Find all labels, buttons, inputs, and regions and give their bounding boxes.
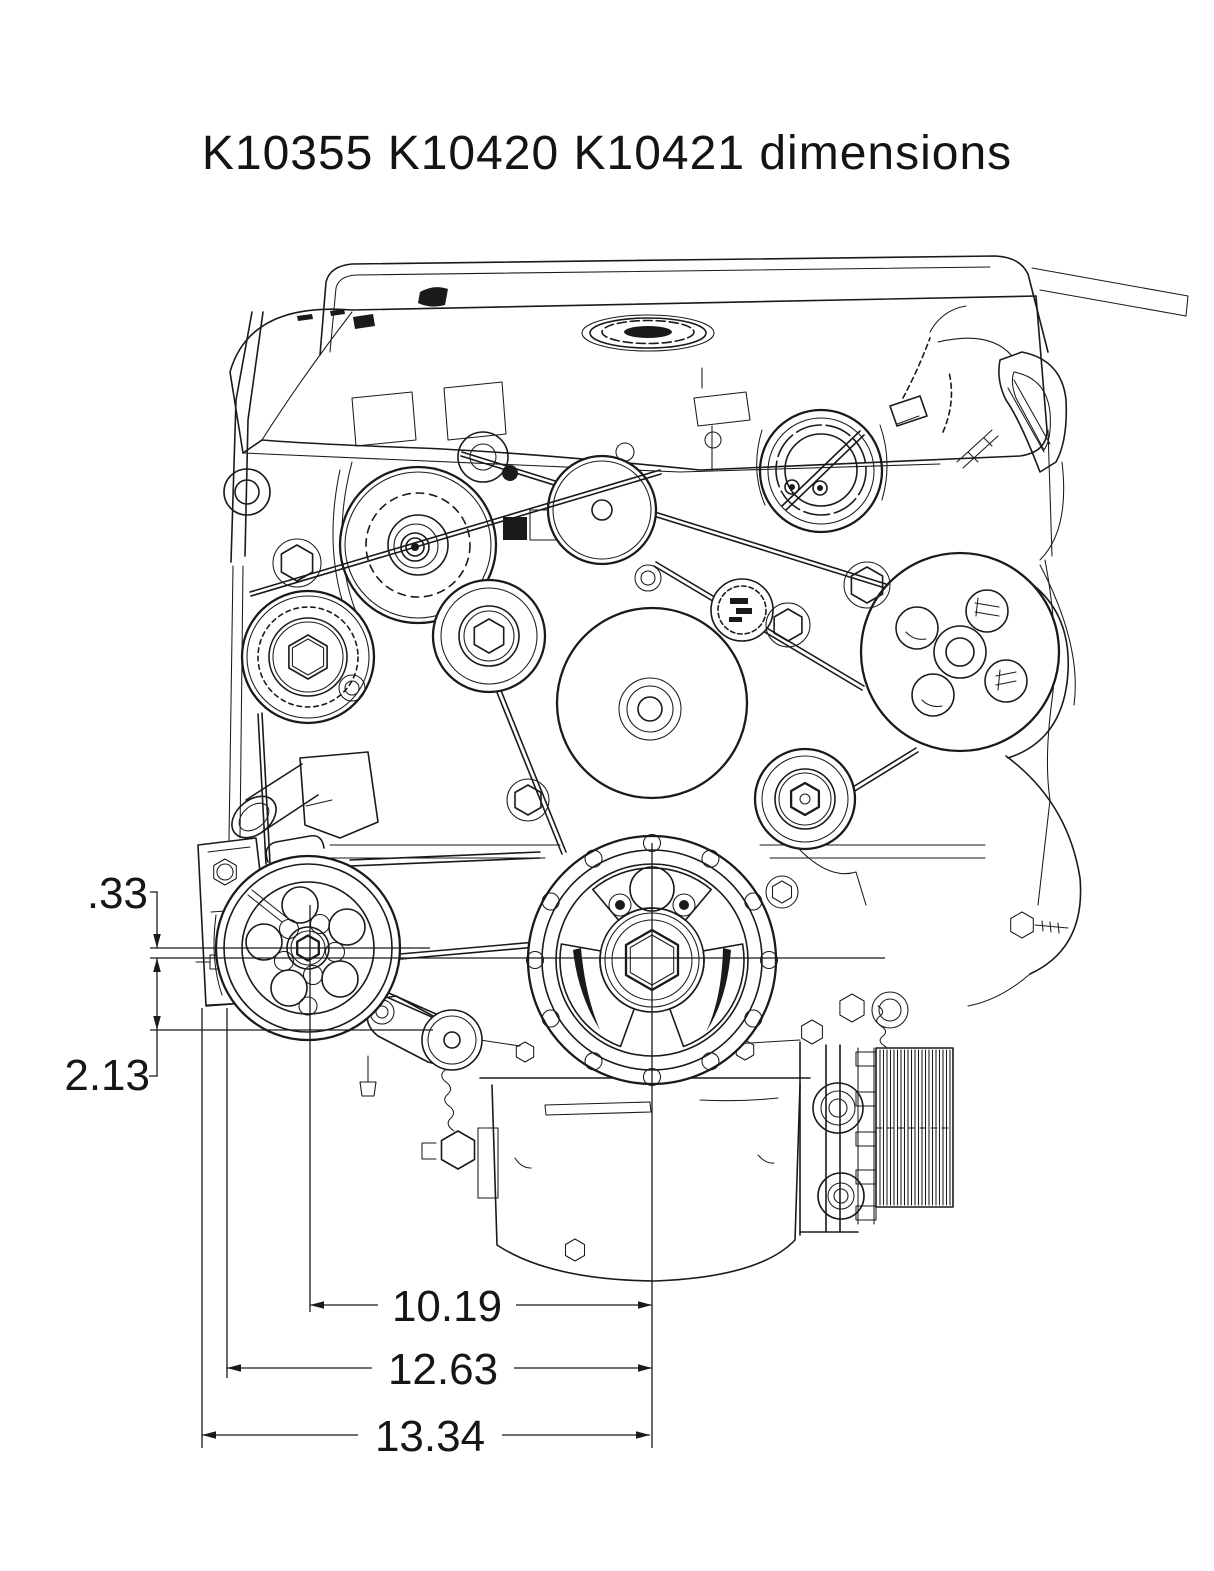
water-pump-pulley xyxy=(546,454,658,566)
dim-label-ac-offset: .33 xyxy=(87,869,148,918)
dim-label-crank-lower: 2.13 xyxy=(64,1051,150,1100)
front-cover-disc xyxy=(555,606,749,800)
oil-cooler xyxy=(875,1047,954,1208)
thermostat-housing xyxy=(231,751,379,839)
knurled-idler xyxy=(710,578,774,642)
ac-compressor-clutch xyxy=(213,834,402,1042)
wiring-harness-conduit xyxy=(889,305,1013,433)
ac-idler-arm xyxy=(359,995,483,1097)
centerlines xyxy=(150,843,885,1448)
alternator-bracket-loop xyxy=(956,351,1068,561)
tensioner-pulley-lower-right xyxy=(753,747,867,906)
dim-label-ac-to-crank: 10.19 xyxy=(392,1282,502,1331)
bellhousing xyxy=(799,991,909,1236)
alternator-fan-pulley xyxy=(332,461,498,625)
idler-pulley xyxy=(431,578,547,694)
oil-filler-cap xyxy=(581,314,715,352)
throttle-body xyxy=(756,408,888,534)
dimension-annotations: .33 2.13 10.19 12.63 13.34 xyxy=(64,869,652,1461)
engine-cover xyxy=(223,255,1189,841)
front-belt-runs xyxy=(249,469,662,597)
belt-tensioner-pulley-left xyxy=(240,589,376,725)
dim-label-mid-width: 12.63 xyxy=(388,1345,498,1394)
page-title: K10355 K10420 K10421 dimensions xyxy=(201,127,1013,180)
misc-bolts-mid xyxy=(272,538,1069,939)
power-steering-pulley xyxy=(859,551,1070,759)
fuel-rail-bracket xyxy=(351,367,751,541)
dim-label-overall-width: 13.34 xyxy=(375,1412,485,1461)
